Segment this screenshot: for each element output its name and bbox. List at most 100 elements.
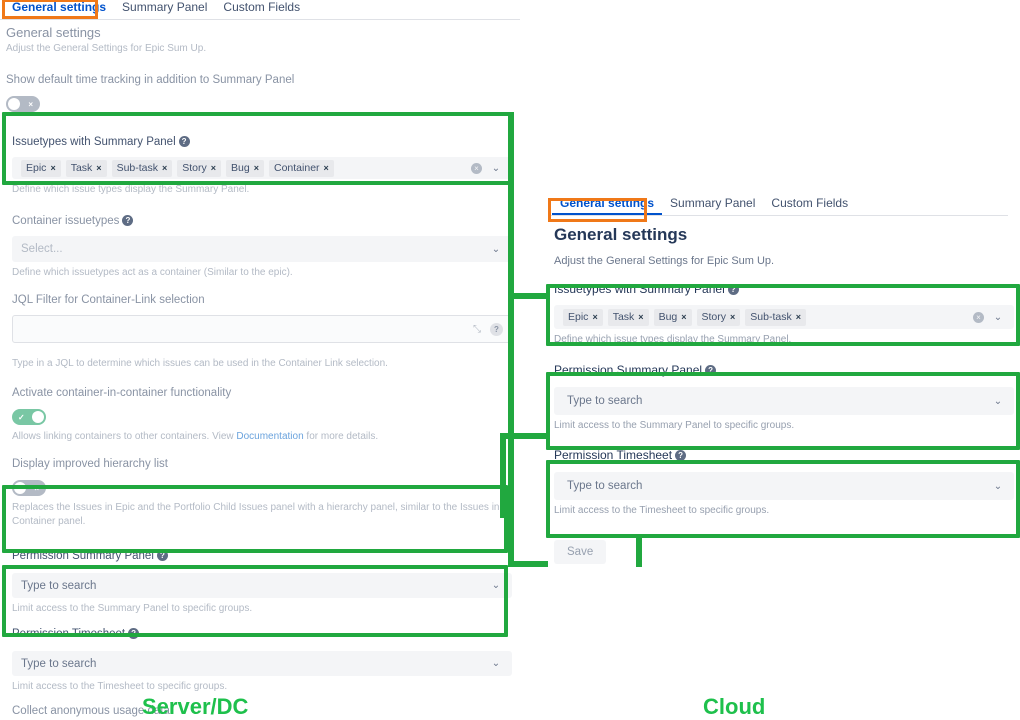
container-in-container-help: Allows linking containers to other conta… xyxy=(12,431,379,442)
cloud-page-title: General settings xyxy=(554,225,688,244)
chip[interactable]: Sub-task× xyxy=(745,308,806,326)
container-in-container-toggle[interactable]: ✓ xyxy=(12,409,46,425)
chip-remove-icon[interactable]: × xyxy=(730,312,736,322)
chip[interactable]: Task× xyxy=(65,159,107,177)
chip-remove-icon[interactable]: × xyxy=(323,163,329,173)
usage-data-label: Collect anonymous usage data xyxy=(12,705,170,717)
container-issuetypes-select[interactable]: Select... ⌄ xyxy=(12,236,512,262)
help-icon[interactable]: ? xyxy=(727,284,739,295)
chip[interactable]: Container× xyxy=(269,159,334,177)
clear-icon[interactable]: × xyxy=(973,311,984,323)
chevron-down-icon[interactable]: ⌄ xyxy=(993,395,1003,407)
container-issuetypes-label: Container issuetypes? xyxy=(12,214,512,229)
chip-remove-icon[interactable]: × xyxy=(638,312,644,322)
issuetypes-select[interactable]: Epic× Task× Sub-task× Story× Bug× Contai… xyxy=(12,157,512,179)
jql-filter-input[interactable]: ⤡ ? xyxy=(12,315,512,343)
documentation-link[interactable]: Documentation xyxy=(236,431,304,442)
chip-remove-icon[interactable]: × xyxy=(795,312,801,322)
hierarchy-list-toggle[interactable]: × xyxy=(12,480,46,496)
chip-remove-icon[interactable]: × xyxy=(253,163,259,173)
time-tracking-label: Show default time tracking in addition t… xyxy=(6,74,295,86)
permission-timesheet-select[interactable]: Type to search ⌄ xyxy=(554,472,1014,500)
connector-timesheet-down xyxy=(636,536,642,567)
clear-icon[interactable]: × xyxy=(471,162,482,174)
chip-remove-icon[interactable]: × xyxy=(96,163,102,173)
container-in-container-label: Activate container-in-container function… xyxy=(12,387,232,399)
chip[interactable]: Story× xyxy=(177,159,222,177)
permission-summary-placeholder: Type to search xyxy=(567,395,643,407)
caption-cloud: Cloud xyxy=(703,694,766,719)
connector-permission-summary-v xyxy=(500,433,506,518)
help-icon[interactable]: ? xyxy=(490,322,503,336)
issuetypes-label: Issuetypes with Summary Panel? xyxy=(554,282,1014,297)
tab-summary-panel[interactable]: Summary Panel xyxy=(670,196,756,210)
chip[interactable]: Bug× xyxy=(653,308,692,326)
chevron-down-icon[interactable]: ⌄ xyxy=(491,658,501,669)
cloud-tab-divider xyxy=(548,215,1008,216)
chevron-down-icon[interactable]: ⌄ xyxy=(491,162,501,174)
chevron-down-icon[interactable]: ⌄ xyxy=(993,480,1003,492)
container-issuetypes-help: Define which issuetypes act as a contain… xyxy=(12,267,293,278)
permission-timesheet-placeholder: Type to search xyxy=(21,657,97,670)
expand-icon[interactable]: ⤡ xyxy=(473,323,481,335)
permission-summary-select[interactable]: Type to search ⌄ xyxy=(12,573,512,598)
help-icon[interactable]: ? xyxy=(675,450,687,461)
server-dc-panel: General settings Summary Panel Custom Fi… xyxy=(0,0,520,717)
tab-custom-fields[interactable]: Custom Fields xyxy=(223,0,301,14)
toggle-knob xyxy=(14,482,26,494)
permission-timesheet-help: Limit access to the Timesheet to specifi… xyxy=(554,505,770,516)
permission-timesheet-label: Permission Timesheet? xyxy=(554,448,1014,463)
chip[interactable]: Epic× xyxy=(563,308,603,326)
permission-summary-placeholder: Type to search xyxy=(21,579,97,592)
server-page-subtitle: Adjust the General Settings for Epic Sum… xyxy=(6,43,207,54)
permission-summary-label: Permission Summary Panel? xyxy=(12,549,512,564)
issuetypes-help: Define which issue types display the Sum… xyxy=(554,334,792,345)
chip[interactable]: Story× xyxy=(696,308,741,326)
help-icon[interactable]: ? xyxy=(178,136,190,147)
connector-permission-timesheet xyxy=(508,561,548,567)
issuetypes-help: Define which issue types display the Sum… xyxy=(12,184,250,195)
issuetypes-label: Issuetypes with Summary Panel? xyxy=(12,135,512,150)
chip-remove-icon[interactable]: × xyxy=(210,163,217,173)
chip[interactable]: Epic× xyxy=(21,159,61,177)
connector-trunk-vertical xyxy=(508,112,514,567)
help-icon[interactable]: ? xyxy=(156,550,168,561)
help-icon[interactable]: ? xyxy=(128,628,140,639)
help-icon[interactable]: ? xyxy=(705,365,717,376)
connector-permission-summary xyxy=(500,433,548,439)
toggle-off-icon: × xyxy=(28,99,33,109)
chip[interactable]: Bug× xyxy=(226,159,264,177)
tab-general-settings[interactable]: General settings xyxy=(12,0,107,14)
toggle-off-icon: × xyxy=(34,483,39,493)
toggle-knob xyxy=(32,411,44,423)
server-tab-divider xyxy=(0,19,520,20)
issuetypes-select[interactable]: Epic× Task× Bug× Story× Sub-task× × ⌄ xyxy=(554,305,1014,329)
permission-summary-select[interactable]: Type to search ⌄ xyxy=(554,387,1014,415)
chip[interactable]: Sub-task× xyxy=(111,159,173,177)
server-page-title: General settings xyxy=(6,25,101,40)
container-issuetypes-placeholder: Select... xyxy=(21,243,63,255)
chip-remove-icon[interactable]: × xyxy=(162,163,168,173)
chevron-down-icon[interactable]: ⌄ xyxy=(491,580,501,591)
time-tracking-toggle[interactable]: × xyxy=(6,96,40,112)
help-icon[interactable]: ? xyxy=(122,215,134,226)
chevron-down-icon[interactable]: ⌄ xyxy=(993,311,1003,323)
cloud-tabbar: General settings Summary Panel Custom Fi… xyxy=(552,196,1020,215)
chevron-down-icon[interactable]: ⌄ xyxy=(491,243,501,255)
chip-remove-icon[interactable]: × xyxy=(592,312,598,322)
jql-filter-label: JQL Filter for Container-Link selection xyxy=(12,294,205,306)
toggle-knob xyxy=(8,98,20,110)
chip-remove-icon[interactable]: × xyxy=(50,163,56,173)
tab-summary-panel[interactable]: Summary Panel xyxy=(122,0,208,14)
tab-custom-fields[interactable]: Custom Fields xyxy=(771,196,849,210)
save-button[interactable]: Save xyxy=(554,540,607,564)
permission-timesheet-label: Permission Timesheet? xyxy=(12,627,512,642)
hierarchy-list-help: Replaces the Issues in Epic and the Port… xyxy=(12,502,500,527)
permission-timesheet-help: Limit access to the Timesheet to specifi… xyxy=(12,681,228,692)
tab-general-settings[interactable]: General settings xyxy=(552,196,663,215)
permission-timesheet-select[interactable]: Type to search ⌄ xyxy=(12,651,512,676)
permission-summary-help: Limit access to the Summary Panel to spe… xyxy=(12,603,253,614)
chip[interactable]: Task× xyxy=(607,308,649,326)
chip-remove-icon[interactable]: × xyxy=(681,312,687,322)
permission-summary-label: Permission Summary Panel? xyxy=(554,363,1014,378)
